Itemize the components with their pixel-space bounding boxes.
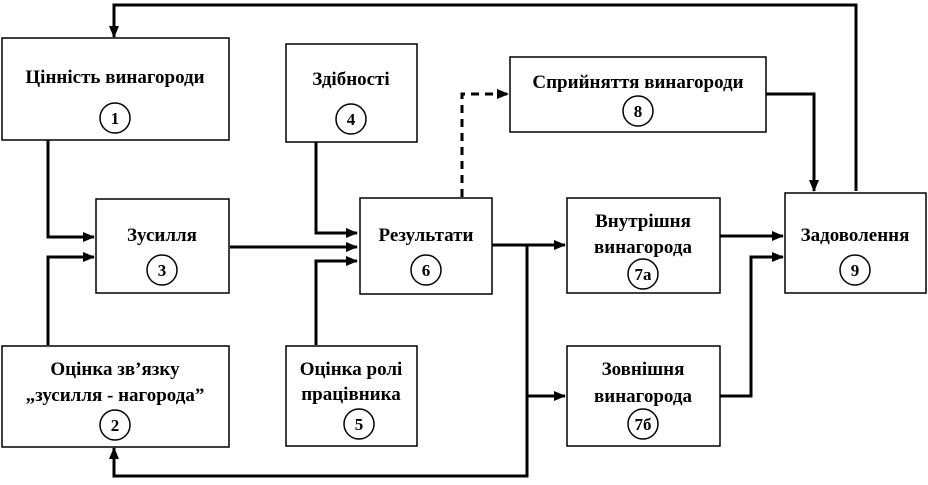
node-reward-value-label: Цінність винагороди xyxy=(25,67,204,88)
node-intrinsic-reward-label-line1: Внутрішня xyxy=(595,211,691,232)
node-extrinsic-reward-label-line2: винагорода xyxy=(594,386,692,407)
node-extrinsic-reward: Зовнішня винагорода 7б xyxy=(566,345,721,447)
node-reward-value-number: 1 xyxy=(111,109,120,128)
node-reward-value: Цінність винагороди 1 xyxy=(1,37,230,141)
node-effort-reward-relation-label-line2: „зусилля - нагорода” xyxy=(26,385,205,406)
node-effort-number: 3 xyxy=(158,261,167,280)
edge-results-to-perception xyxy=(460,89,509,197)
node-reward-perception-label: Сприйняття винагороди xyxy=(532,72,743,93)
node-extrinsic-reward-number: 7б xyxy=(635,415,652,434)
node-effort-label: Зусилля xyxy=(127,225,197,246)
edge-relation-to-effort xyxy=(46,252,95,345)
node-abilities: Здібності 4 xyxy=(285,43,418,143)
edge-extrinsic-to-satisfaction xyxy=(720,252,784,398)
node-role-assessment-label-line1: Оцінка ролі xyxy=(300,359,403,380)
node-effort-reward-relation: Оцінка зв’язку „зусилля - нагорода” 2 xyxy=(1,345,230,448)
node-reward-perception: Сприйняття винагороди 8 xyxy=(509,56,767,133)
edge-role-to-results xyxy=(314,256,358,345)
node-abilities-label: Здібності xyxy=(312,69,389,90)
node-effort: Зусилля 3 xyxy=(95,198,230,294)
node-role-assessment-label-line2: працівника xyxy=(301,384,401,405)
node-results-number: 6 xyxy=(422,261,431,280)
node-role-assessment-number: 5 xyxy=(355,415,364,434)
node-effort-reward-relation-number: 2 xyxy=(111,416,120,435)
edge-results-to-extrinsic xyxy=(525,245,566,401)
edge-perception-to-satisfaction xyxy=(766,92,819,192)
node-intrinsic-reward: Внутрішня винагорода 7а xyxy=(566,197,721,294)
node-role-assessment: Оцінка ролі працівника 5 xyxy=(285,345,418,447)
edge-value-to-effort xyxy=(46,140,95,242)
node-intrinsic-reward-number: 7а xyxy=(635,265,653,284)
node-reward-perception-number: 8 xyxy=(634,102,643,121)
node-extrinsic-reward-label-line1: Зовнішня xyxy=(602,359,685,380)
connectors xyxy=(46,3,858,478)
node-satisfaction: Задоволення 9 xyxy=(784,192,927,294)
node-satisfaction-number: 9 xyxy=(851,261,860,280)
edge-results-to-relation xyxy=(109,396,529,478)
node-intrinsic-reward-label-line2: винагорода xyxy=(594,237,692,258)
node-abilities-number: 4 xyxy=(347,110,356,129)
node-satisfaction-label: Задоволення xyxy=(801,225,910,246)
edge-abilities-to-results xyxy=(314,142,358,238)
node-results: Результати 6 xyxy=(359,197,493,295)
node-effort-reward-relation-label-line1: Оцінка зв’язку xyxy=(50,359,180,380)
edge-satisfaction-to-value xyxy=(109,3,858,191)
node-results-label: Результати xyxy=(379,225,474,246)
